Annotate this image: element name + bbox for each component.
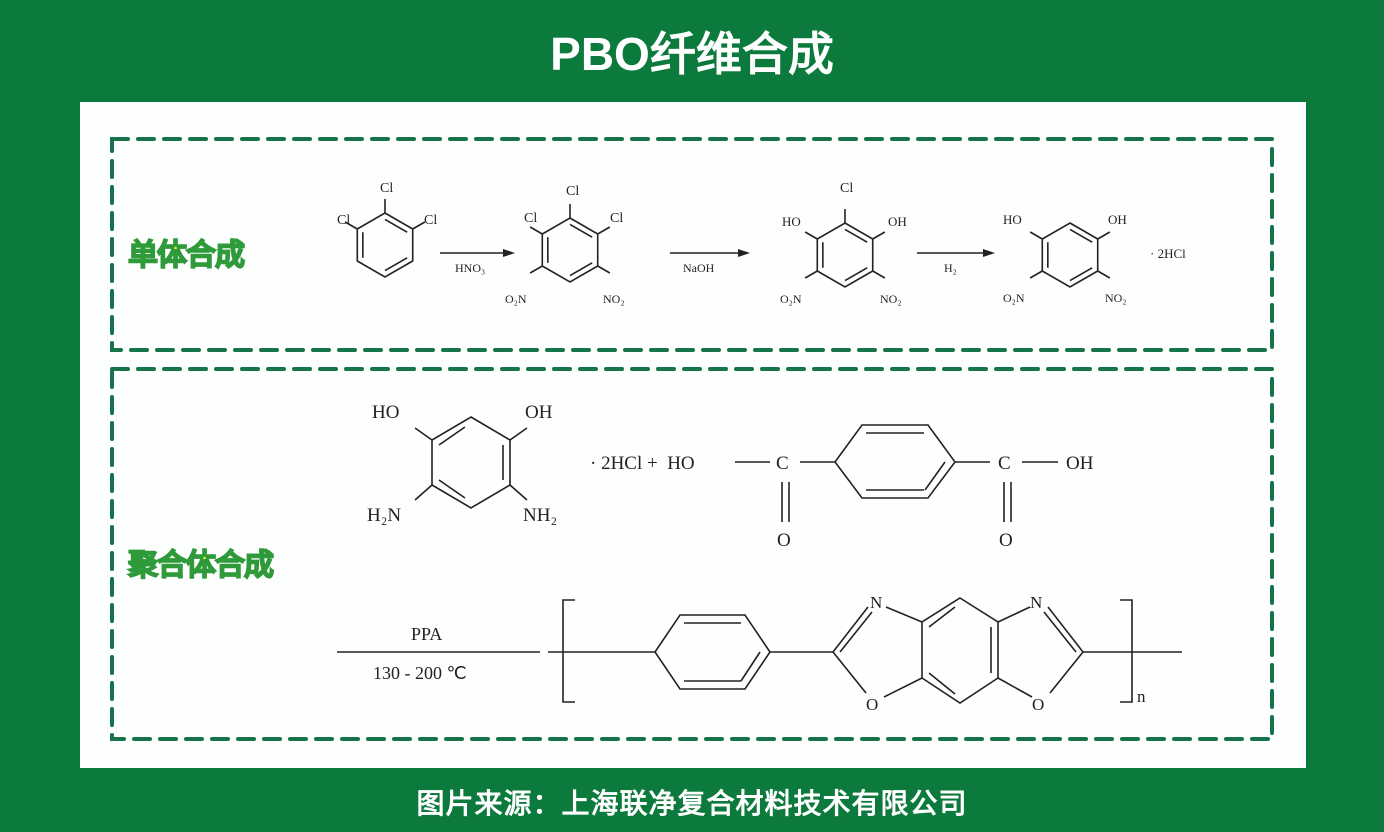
reagent-hno3: HNO₃: [455, 261, 485, 275]
double-bond: [569, 262, 593, 277]
double-bond: [1069, 267, 1093, 282]
cl-label: Cl: [380, 181, 393, 196]
oh-label: OH: [888, 214, 907, 229]
temperature-label: 130 - 200 ℃: [373, 663, 467, 683]
polymer-synthesis-label: 聚合体合成: [127, 548, 275, 583]
n-label: N: [1030, 593, 1042, 612]
no2-label: NO₂: [603, 292, 625, 306]
salt-label: · 2HCl: [1150, 246, 1186, 261]
monomer-rings: [344, 199, 1111, 288]
oh-label: OH: [1066, 453, 1094, 474]
benzene-ring: [541, 217, 599, 283]
substituent-bond: [1029, 270, 1043, 279]
substituent-bond: [529, 226, 543, 235]
substituent-bond: [804, 231, 818, 240]
substituent-bond: [872, 270, 886, 279]
benzene-ring: [1041, 222, 1099, 288]
catalyst-label: PPA: [411, 624, 442, 644]
cl-label: Cl: [610, 211, 623, 226]
polymer-section-border: [110, 367, 1274, 741]
benzene-ring: [816, 222, 874, 288]
ho-label: HO: [372, 402, 399, 423]
reactant-plus: · 2HCl + HO: [590, 453, 695, 474]
double-bond: [384, 257, 408, 272]
monomer-synthesis-label: 单体合成: [127, 238, 246, 273]
cl-label: Cl: [424, 213, 437, 228]
o-label: O: [777, 530, 791, 551]
image-source: 图片来源：上海联净复合材料技术有限公司: [416, 788, 968, 819]
o-label: O: [999, 530, 1013, 551]
bonds: [337, 252, 1182, 704]
o-label: O: [1032, 695, 1044, 714]
o-label: O: [866, 695, 878, 714]
substituent-bond: [412, 221, 426, 230]
reagent-h2: H₂: [944, 261, 957, 275]
substituent-bond: [1029, 231, 1043, 240]
double-bond: [1069, 228, 1093, 243]
diaminoresorcinol-ring: [431, 416, 511, 509]
phenylene-ring: [654, 614, 771, 690]
h2n-label: H₂N: [367, 505, 401, 526]
nh2-label: NH₂: [523, 505, 557, 526]
cl-label: Cl: [524, 211, 537, 226]
cl-label: Cl: [566, 184, 579, 199]
substituent-bond: [872, 231, 886, 240]
o2n-label: O₂N: [505, 292, 527, 306]
substituent-bond: [597, 265, 611, 274]
double-bond: [384, 218, 408, 233]
ho-label: HO: [1003, 212, 1022, 227]
no2-label: NO₂: [880, 292, 902, 306]
double-bond: [569, 223, 593, 238]
o2n-label: O₂N: [1003, 291, 1025, 305]
n-label: N: [870, 593, 882, 612]
substituent-bond: [1097, 231, 1111, 240]
cl-label: Cl: [840, 181, 853, 196]
substituent-bond: [1097, 270, 1111, 279]
o2n-label: O₂N: [780, 292, 802, 306]
double-bond: [844, 228, 868, 243]
benzobisoxazole-core-ring: [921, 597, 999, 704]
substituent-bond: [804, 270, 818, 279]
double-bond: [844, 267, 868, 282]
oh-label: OH: [525, 402, 553, 423]
page-title: PBO纤维合成: [550, 28, 834, 80]
cl-label: Cl: [337, 213, 350, 228]
no2-label: NO₂: [1105, 291, 1127, 305]
diagram-panel: [80, 102, 1306, 768]
monomer-section-border: [110, 137, 1274, 352]
substituent-bond: [529, 265, 543, 274]
terephthalic-ring: [834, 424, 956, 499]
reagent-naoh: NaOH: [683, 261, 715, 275]
benzene-ring: [356, 212, 414, 278]
substituent-bond: [344, 221, 358, 230]
c-label: C: [998, 453, 1011, 474]
c-label: C: [776, 453, 789, 474]
oh-label: OH: [1108, 212, 1127, 227]
repeat-n-label: n: [1137, 687, 1146, 706]
substituent-bond: [597, 226, 611, 235]
ho-label: HO: [782, 214, 801, 229]
